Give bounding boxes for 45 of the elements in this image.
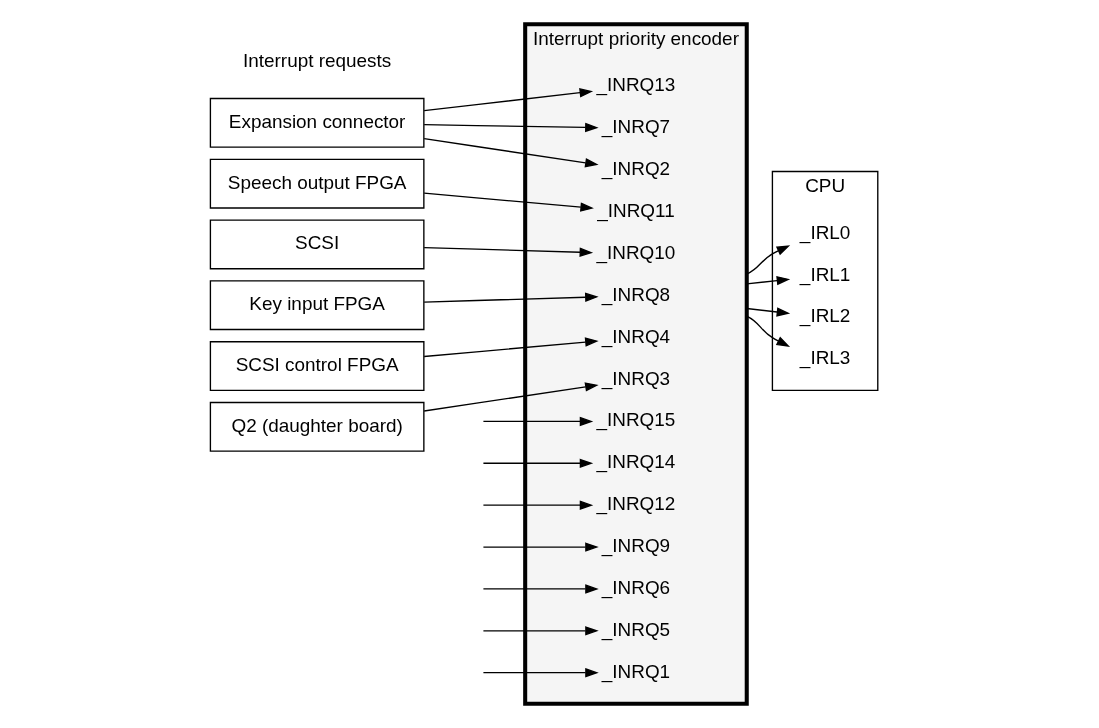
arrow [423, 337, 599, 358]
node-text: _INRQ13 [596, 74, 676, 96]
node-text: _INRQ14 [596, 451, 676, 473]
node-text: _IRL3 [799, 347, 851, 369]
arrow [482, 584, 599, 594]
node-text: _INRQ11 [597, 200, 675, 222]
arrow [746, 307, 791, 317]
node-box: Key input FPGA [209, 280, 425, 331]
label: Interrupt requests [243, 50, 392, 72]
arrow [482, 626, 599, 636]
node-text: _INRQ1 [601, 660, 671, 682]
node-text: _IRL1 [799, 263, 851, 285]
arrow [423, 138, 599, 168]
node-text: _IRL2 [799, 305, 851, 327]
node-text: _INRQ15 [596, 409, 676, 431]
node-box: Q2 (daughter board) [209, 401, 425, 452]
node-box: SCSI [209, 219, 425, 270]
arrow [423, 292, 599, 303]
node-text: _INRQ3 [601, 367, 671, 389]
arrow [482, 416, 594, 427]
node-text: _INRQ2 [601, 158, 671, 180]
node-text: _INRQ5 [601, 618, 671, 640]
arrow [423, 246, 594, 257]
arrow [423, 382, 599, 412]
arrow [423, 122, 599, 133]
arrow [482, 458, 594, 469]
arrow [746, 275, 791, 286]
node-text: _INRQ8 [601, 283, 671, 305]
node-box: Speech output FPGA [209, 158, 425, 209]
arrow [423, 192, 594, 212]
arrow [746, 245, 791, 275]
arrow [482, 542, 599, 552]
node-text: _INRQ7 [601, 116, 671, 138]
node-box: Expansion connector [209, 97, 425, 148]
arrow [482, 500, 594, 510]
node-text: _INRQ6 [601, 576, 671, 598]
node-text: _IRL0 [799, 221, 851, 243]
node-text: _INRQ9 [601, 535, 671, 557]
node-text: _INRQ12 [596, 493, 676, 515]
arrow [746, 315, 791, 347]
node-text: _INRQ4 [601, 325, 671, 347]
arrow [423, 88, 594, 112]
node-text: _INRQ10 [596, 241, 676, 263]
node-box: SCSI control FPGA [209, 341, 425, 391]
arrow [482, 667, 599, 678]
